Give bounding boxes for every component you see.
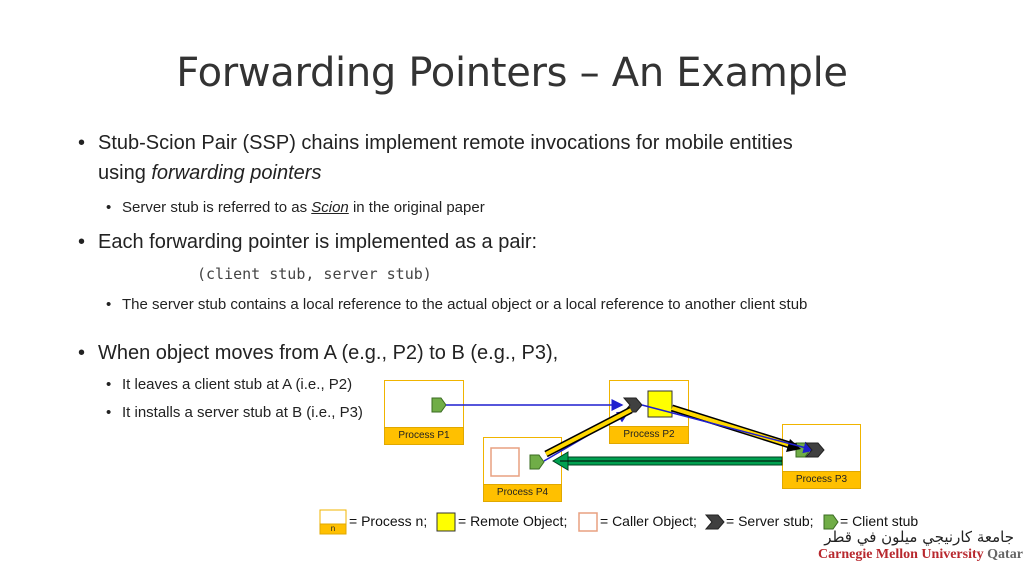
legend-server-stub-icon <box>704 514 725 530</box>
bullet-ssp-emphasis: forwarding pointers <box>151 162 322 184</box>
remote-object <box>647 390 673 418</box>
legend-client-text: = Client stub <box>840 513 919 529</box>
bullet-move: When object moves from A (e.g., P2) to B… <box>98 342 559 364</box>
legend-remote-text: = Remote Object; <box>458 513 568 529</box>
bullet-ssp-line2-prefix: using <box>98 162 152 184</box>
client-stub-icon-p1 <box>431 397 447 413</box>
process-p1-box <box>384 380 464 428</box>
bullet-marker: • <box>78 342 86 364</box>
slide-title: Forwarding Pointers – An Example <box>176 50 848 96</box>
legend-n: n <box>330 524 336 533</box>
pointer-p2-to-p3 <box>641 404 816 454</box>
caller-object <box>490 447 520 477</box>
legend-process-label <box>319 523 347 535</box>
logo-qatar: Qatar <box>987 547 1023 562</box>
legend-server-text: = Server stub; <box>726 513 814 529</box>
sub-bullet-server-stub: The server stub contains a local referen… <box>122 296 808 313</box>
scion-term: Scion <box>311 199 349 216</box>
sub-bullet-scion: Server stub is referred to as Scion in t… <box>122 197 485 219</box>
logo-english: Carnegie Mellon University Qatar <box>818 546 1023 564</box>
bullet-marker: • <box>78 231 86 253</box>
process-p4-label: Process P4 <box>483 484 562 502</box>
legend-client-stub-icon <box>823 514 839 530</box>
logo-arabic: جامعة كارنيجي ميلون في قطر <box>824 528 1014 546</box>
legend-process-text: = Process n; <box>349 513 428 529</box>
sub-bullet-marker: • <box>106 376 112 393</box>
bullet-ssp: Stub-Scion Pair (SSP) chains implement r… <box>98 128 978 188</box>
process-p3-label: Process P3 <box>782 471 861 489</box>
sub-bullet-marker: • <box>106 404 112 421</box>
sub-bullet-scion-prefix: Server stub is referred to as <box>122 199 312 216</box>
bullet-pair: Each forwarding pointer is implemented a… <box>98 231 538 253</box>
sub-bullet-scion-suffix: in the original paper <box>348 199 485 216</box>
bullet-marker: • <box>78 132 86 154</box>
client-stub-icon-p4 <box>529 454 545 470</box>
legend-remote-icon <box>436 512 456 532</box>
server-stub-icon-p3 <box>804 442 825 458</box>
arrowhead-p3 <box>786 439 801 452</box>
sub-bullet-marker: • <box>106 296 112 313</box>
legend-caller-text: = Caller Object; <box>600 513 697 529</box>
code-pair: (client stub, server stub) <box>197 265 432 283</box>
sub-bullet-marker: • <box>106 199 112 216</box>
process-p2-label: Process P2 <box>609 426 689 444</box>
legend-caller-icon <box>578 512 598 532</box>
cmu-qatar-logo: جامعة كارنيجي ميلون في قطر Carnegie Mell… <box>818 528 1023 572</box>
migration-arrow-p4-p2 <box>545 408 632 456</box>
legend-process-box <box>319 509 347 525</box>
sub-bullet-client-stub: It leaves a client stub at A (i.e., P2) <box>122 376 353 393</box>
bullet-ssp-line1: Stub-Scion Pair (SSP) chains implement r… <box>98 132 793 154</box>
process-p1-label: Process P1 <box>384 427 464 445</box>
logo-cmu: Carnegie Mellon University <box>818 547 984 562</box>
sub-bullet-install: It installs a server stub at B (i.e., P3… <box>122 404 363 421</box>
